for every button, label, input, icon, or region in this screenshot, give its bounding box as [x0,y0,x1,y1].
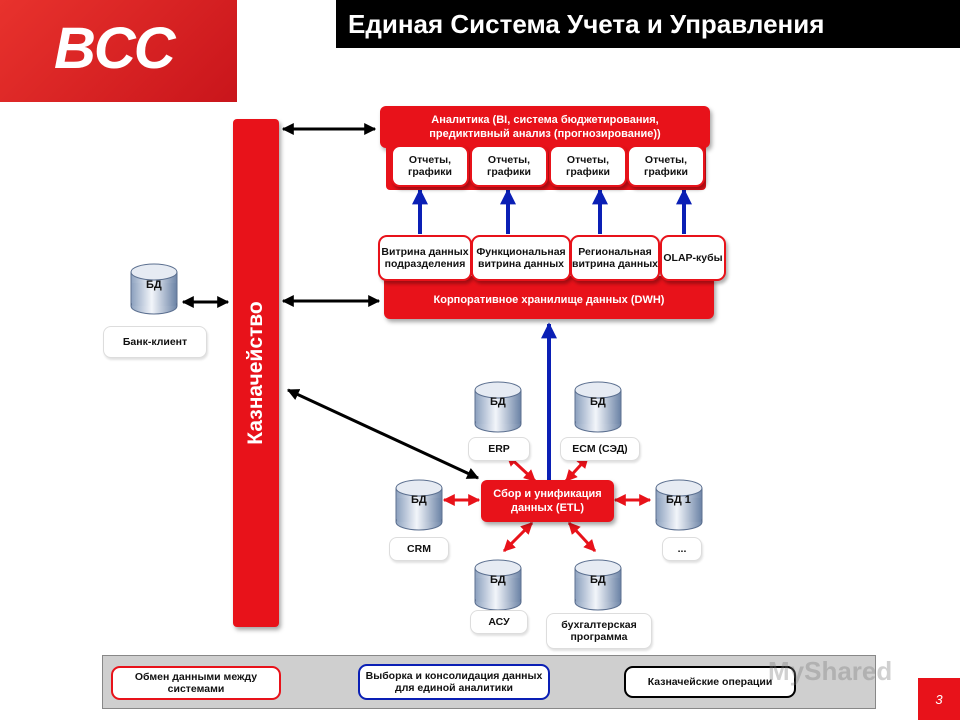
mart-olap: OLAP-кубы [660,235,726,281]
label-asu: АСУ [470,610,528,634]
legend: Обмен данными между системами Выборка и … [102,655,876,709]
label-crm: CRM [389,537,449,561]
treasury-label: Казначейство [244,301,267,445]
etl-label: Сбор и унификация данных (ETL) [493,488,602,514]
db-cylinder-ecm [574,381,622,433]
report-label: Отчеты, графики [487,154,531,178]
arrow-etl-asu [502,521,534,553]
analytics-label: Аналитика (BI, система бюджетирования, п… [429,114,661,140]
legend-exchange: Обмен данными между системами [111,666,281,700]
dwh-label: Корпоративное хранилище данных (DWH) [433,293,665,306]
arrow-treasury-etl [286,388,480,480]
etl-box: Сбор и унификация данных (ETL) [481,480,614,522]
watermark: MyShared [768,656,893,686]
page-number: 3 [918,678,960,720]
db-cylinder-crm [395,479,443,531]
label-bank-client: Банк-клиент [103,326,207,358]
db-label-bankclient: БД [146,279,162,291]
db-cylinder-db1 [655,479,703,531]
mart-division: Витрина данных подразделения [378,235,472,281]
page-title: Единая Система Учета и Управления [348,9,825,39]
db-label-erp: БД [490,396,506,408]
db-cylinder-erp [474,381,522,433]
legend-consolidation: Выборка и консолидация данных для единой… [358,664,550,700]
label-erp: ERP [468,437,530,461]
report-label: Отчеты, графики [644,154,688,178]
mart-label: Функциональная витрина данных [476,246,566,270]
mart-label: Витрина данных подразделения [381,246,469,270]
logo-text: BCC [54,16,176,81]
db-cylinder-accounting [574,559,622,611]
label-ecm: ECM (СЭД) [560,437,640,461]
db-cylinder-bankclient [130,263,178,315]
treasury-bar: Казначейство [233,119,279,627]
bcc-logo: BCC [0,0,237,102]
db-cylinder-asu [474,559,522,611]
report-box-1: Отчеты, графики [391,145,469,187]
db-label-db1: БД 1 [666,494,691,506]
title-bar: Единая Система Учета и Управления [336,0,960,48]
report-label: Отчеты, графики [408,154,452,178]
mart-regional: Региональная витрина данных [570,235,660,281]
dwh-box: Корпоративное хранилище данных (DWH) [384,276,714,319]
mart-label: OLAP-кубы [663,252,723,264]
legend-treasury-ops: Казначейские операции [624,666,796,698]
report-label: Отчеты, графики [566,154,610,178]
report-box-3: Отчеты, графики [549,145,627,187]
arrow-ecm-etl [564,455,590,483]
db-label-ecm: БД [590,396,606,408]
arrow-etl-accounting [567,521,597,553]
label-other: ... [662,537,702,561]
db-label-asu: БД [490,574,506,586]
mart-functional: Функциональная витрина данных [471,235,571,281]
report-box-4: Отчеты, графики [627,145,705,187]
db-label-accounting: БД [590,574,606,586]
db-label-crm: БД [411,494,427,506]
label-accounting: бухгалтерская программа [546,613,652,649]
report-box-2: Отчеты, графики [470,145,548,187]
mart-label: Региональная витрина данных [572,246,659,270]
